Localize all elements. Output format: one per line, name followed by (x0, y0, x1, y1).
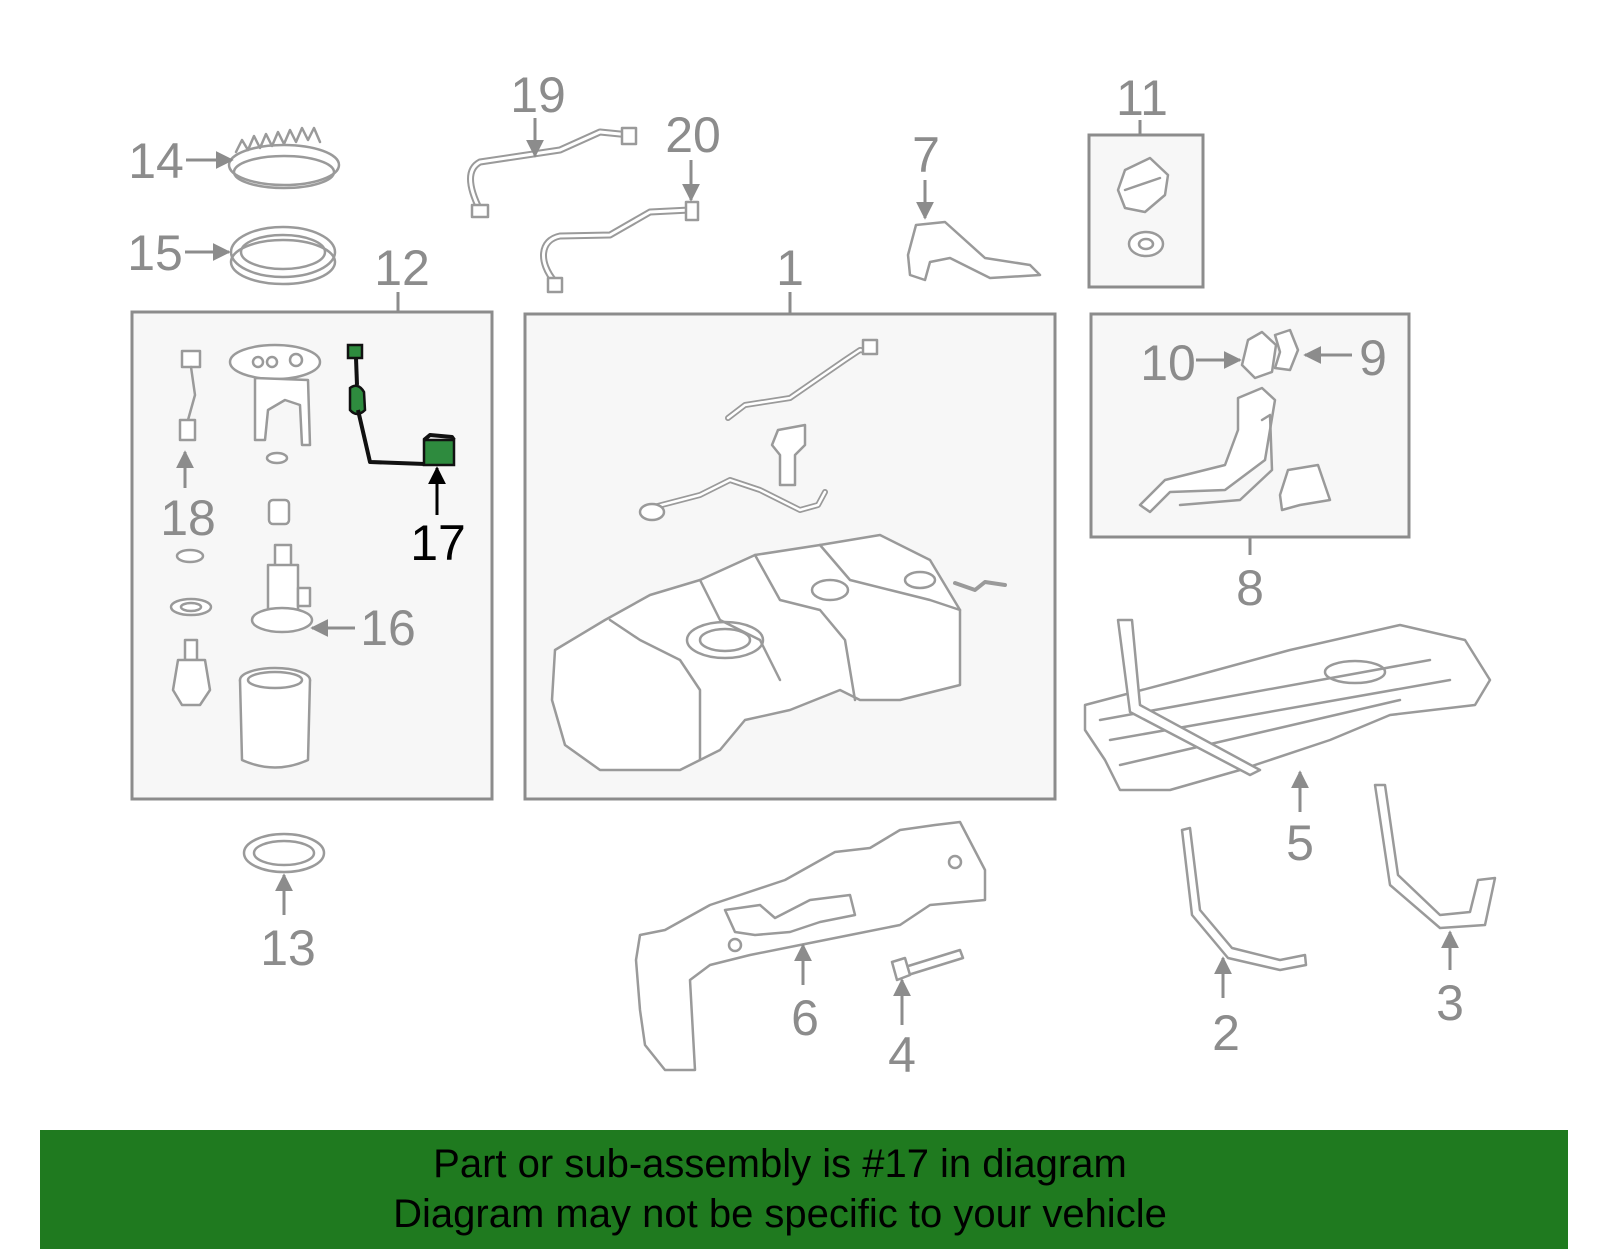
info-banner: Part or sub-assembly is #17 in diagram D… (40, 1130, 1568, 1249)
banner-part-line: Part or sub-assembly is #17 in diagram (433, 1142, 1127, 1186)
part-17-sender-harness (346, 343, 456, 467)
part-15-gasket (229, 225, 337, 286)
part-8-filler-neck (1138, 386, 1332, 514)
callout-14: 14 (128, 133, 184, 189)
callout-4: 4 (888, 1027, 916, 1083)
part-16-fuel-pump (250, 543, 314, 634)
part-7-bracket (906, 220, 1042, 282)
part-2-strap (1180, 826, 1308, 972)
callout-2: 2 (1212, 1005, 1240, 1061)
part-12-pump-module (169, 343, 322, 617)
part-filter-cup (238, 666, 312, 769)
callout-13: 13 (260, 920, 316, 976)
part-19-fuel-tube (467, 126, 638, 219)
leader-arrows (176, 118, 1459, 1025)
callout-9: 9 (1359, 330, 1387, 386)
callout-16: 16 (360, 600, 416, 656)
part-9-clamp (1273, 328, 1300, 372)
callout-1: 1 (776, 240, 804, 296)
part-18-sender (178, 349, 202, 442)
callout-10: 10 (1140, 335, 1196, 391)
callout-7: 7 (912, 127, 940, 183)
callout-8: 8 (1236, 560, 1264, 616)
part-10-hose (1240, 330, 1278, 380)
part-3-strap (1373, 783, 1497, 930)
callout-20: 20 (665, 107, 721, 163)
callout-6: 6 (791, 990, 819, 1046)
part-13-gasket (242, 832, 326, 874)
callout-3: 3 (1436, 975, 1464, 1031)
part-1-fuel-tank (550, 338, 1007, 772)
callout-19: 19 (510, 67, 566, 123)
callout-15: 15 (127, 225, 183, 281)
banner-disclaimer-line: Diagram may not be specific to your vehi… (393, 1192, 1167, 1236)
part-4-bolt (890, 948, 965, 982)
callout-5: 5 (1286, 815, 1314, 871)
part-regulator (171, 638, 212, 707)
part-20-fuel-tube (540, 200, 700, 294)
part-6-heat-shield (634, 820, 987, 1072)
callout-18: 18 (160, 490, 216, 546)
callout-12: 12 (374, 240, 430, 296)
callout-11: 11 (1116, 70, 1168, 126)
parts-diagram: 1 2 3 4 5 6 7 8 9 10 11 12 13 14 15 16 1… (127, 67, 1497, 1083)
callout-17: 17 (410, 515, 466, 571)
part-11-fuel-cap (1116, 156, 1170, 258)
part-14-lock-ring (227, 126, 341, 190)
part-5-skid-plate (1083, 618, 1492, 792)
